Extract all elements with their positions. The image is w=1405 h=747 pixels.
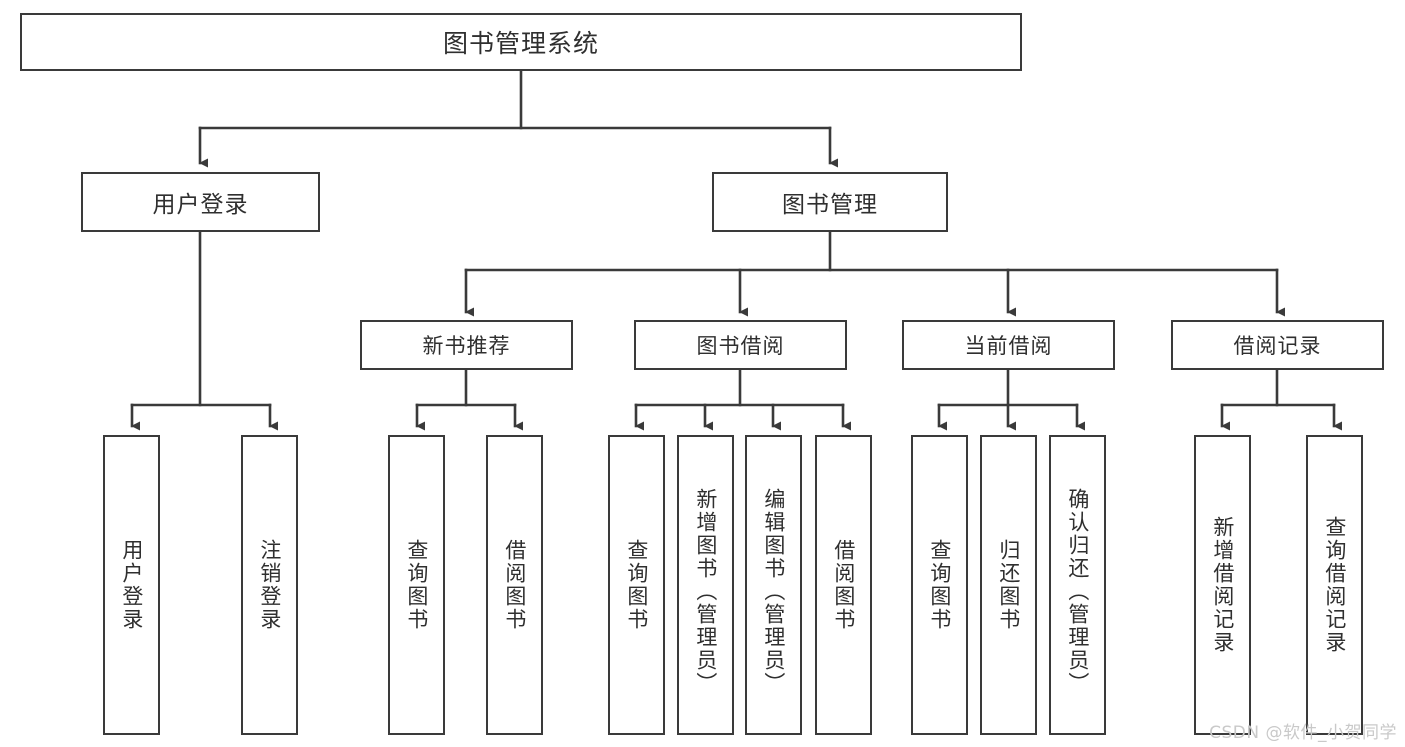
leaf-new-book-borrow[interactable]: 借阅图书	[486, 435, 543, 735]
watermark-text: CSDN @软件_小贺同学	[1209, 723, 1397, 743]
node-label: 确认归还（管理员）	[1065, 487, 1090, 695]
leaf-book-borrow-add-admin[interactable]: 新增图书（管理员）	[677, 435, 734, 735]
leaf-current-borrow-return[interactable]: 归还图书	[980, 435, 1037, 735]
node-label: 新书推荐	[422, 334, 511, 358]
leaf-current-borrow-confirm-admin[interactable]: 确认归还（管理员）	[1049, 435, 1106, 735]
node-label: 用户登录	[119, 539, 144, 631]
node-new-book-recommendation[interactable]: 新书推荐	[360, 320, 573, 370]
leaf-current-borrow-query[interactable]: 查询图书	[911, 435, 968, 735]
node-book-management[interactable]: 图书管理	[712, 172, 948, 232]
node-label: 查询图书	[624, 539, 649, 631]
leaf-user-login-signin[interactable]: 用户登录	[103, 435, 160, 735]
node-label: 新增借阅记录	[1210, 516, 1235, 654]
node-book-borrowing[interactable]: 图书借阅	[634, 320, 847, 370]
node-label: 注销登录	[257, 539, 282, 631]
node-borrowing-records[interactable]: 借阅记录	[1171, 320, 1384, 370]
node-label: 图书管理	[782, 192, 878, 218]
leaf-new-book-query[interactable]: 查询图书	[388, 435, 445, 735]
node-label: 借阅图书	[831, 539, 856, 631]
leaf-book-borrow-borrow[interactable]: 借阅图书	[815, 435, 872, 735]
node-label: 查询图书	[927, 539, 952, 631]
node-label: 当前借阅	[964, 334, 1053, 358]
leaf-user-login-signout[interactable]: 注销登录	[241, 435, 298, 735]
node-label: 归还图书	[996, 539, 1021, 631]
node-label: 图书借阅	[696, 334, 785, 358]
node-current-borrowing[interactable]: 当前借阅	[902, 320, 1115, 370]
leaf-borrow-record-query[interactable]: 查询借阅记录	[1306, 435, 1363, 735]
node-label: 图书管理系统	[442, 29, 599, 58]
node-label: 查询图书	[404, 539, 429, 631]
node-label: 查询借阅记录	[1322, 516, 1347, 654]
node-label: 借阅图书	[502, 539, 527, 631]
node-label: 编辑图书（管理员）	[761, 487, 786, 695]
node-user-login[interactable]: 用户登录	[81, 172, 320, 232]
leaf-book-borrow-edit-admin[interactable]: 编辑图书（管理员）	[745, 435, 802, 735]
node-label: 新增图书（管理员）	[693, 487, 718, 695]
node-label: 用户登录	[152, 192, 249, 218]
leaf-borrow-record-add[interactable]: 新增借阅记录	[1194, 435, 1251, 735]
node-label: 借阅记录	[1233, 334, 1322, 358]
node-root-book-management-system[interactable]: 图书管理系统	[20, 13, 1022, 71]
leaf-book-borrow-query[interactable]: 查询图书	[608, 435, 665, 735]
